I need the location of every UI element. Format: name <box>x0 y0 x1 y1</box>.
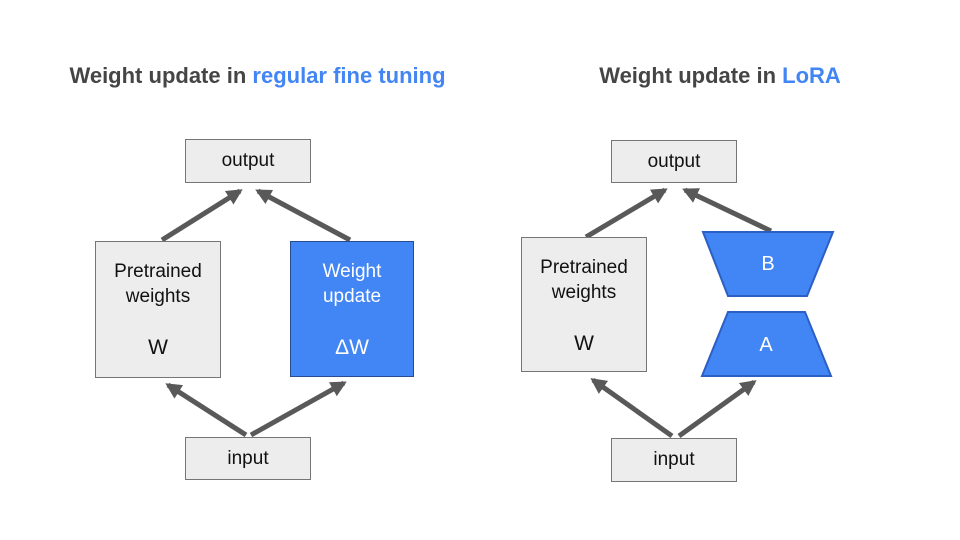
input-label-left: input <box>227 447 269 469</box>
pretrained-label-line1-right: Pretrained <box>540 257 628 278</box>
pretrained-label-line2-right: weights <box>551 282 617 304</box>
input-label-right: input <box>653 449 695 470</box>
weight-update-symbol: ΔW <box>335 336 369 360</box>
arrow-input-to-pretrained-right <box>590 377 674 439</box>
lora-a-trapezoid <box>700 311 833 377</box>
title-highlight-left: regular fine tuning <box>252 63 446 88</box>
arrow-b-to-output <box>682 187 773 234</box>
pretrained-label-line1-left: Pretrained <box>114 261 202 282</box>
output-label-left: output <box>221 150 275 171</box>
input-box-left: input <box>185 437 311 480</box>
pretrained-symbol-left: W <box>148 336 168 360</box>
title-highlight-right: LoRA <box>782 63 841 88</box>
arrow-input-to-pretrained-left <box>165 382 248 438</box>
title-regular-fine-tuning: Weight update in regular fine tuning <box>0 63 515 89</box>
output-box-left: output <box>185 139 311 183</box>
pretrained-weights-box-right: Pretrained weights W <box>521 237 647 372</box>
lora-b-trapezoid <box>701 231 835 297</box>
input-box-right: input <box>611 438 737 482</box>
title-lora: Weight update in LoRA <box>520 63 920 89</box>
weight-update-label-line1: Weight <box>322 261 382 282</box>
output-label-right: output <box>647 150 701 172</box>
pretrained-weights-box-left: Pretrained weights W <box>95 241 221 378</box>
output-box-right: output <box>611 140 737 183</box>
arrow-pretrained-to-output-left <box>160 188 243 243</box>
weight-update-box: Weight update ΔW <box>290 241 414 377</box>
title-prefix-right: Weight update in <box>599 63 777 88</box>
lora-a-label: A <box>759 334 773 356</box>
weight-update-label-line2: update <box>322 286 382 308</box>
pretrained-symbol-right: W <box>574 332 594 356</box>
arrow-input-to-weight-update <box>249 380 347 438</box>
arrow-pretrained-to-output-right <box>584 187 668 240</box>
arrow-input-to-a <box>677 379 757 439</box>
pretrained-label-line2-left: weights <box>125 286 191 308</box>
lora-b-label: B <box>761 253 774 275</box>
title-prefix-left: Weight update in <box>69 63 247 88</box>
arrow-weight-update-to-output <box>255 188 352 243</box>
